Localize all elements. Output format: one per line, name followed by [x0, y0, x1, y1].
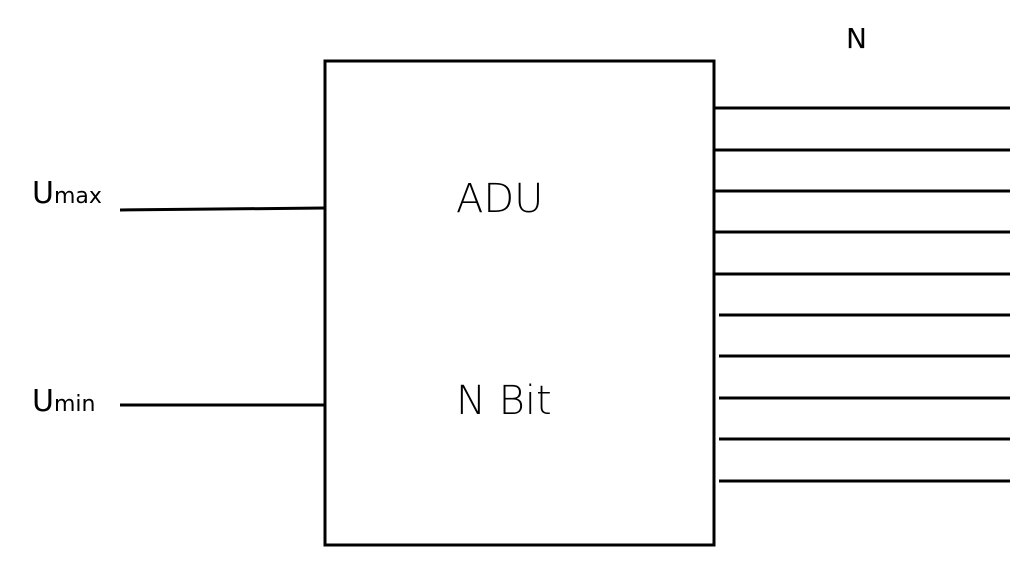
block-title: ADU	[456, 176, 544, 222]
output-count-label: N	[846, 22, 867, 55]
block-subtitle: N Bit	[456, 378, 552, 424]
adc-block	[323, 59, 716, 547]
input-label-main: U	[32, 384, 54, 419]
output-lines	[714, 106, 1010, 483]
input-line-umax	[119, 206, 326, 212]
input-label-sub: max	[53, 184, 102, 209]
input-label-umin: Umin	[32, 384, 95, 419]
input-label-sub: min	[53, 392, 96, 417]
input-label-main: U	[32, 176, 54, 211]
input-label-umax: Umax	[32, 176, 102, 211]
